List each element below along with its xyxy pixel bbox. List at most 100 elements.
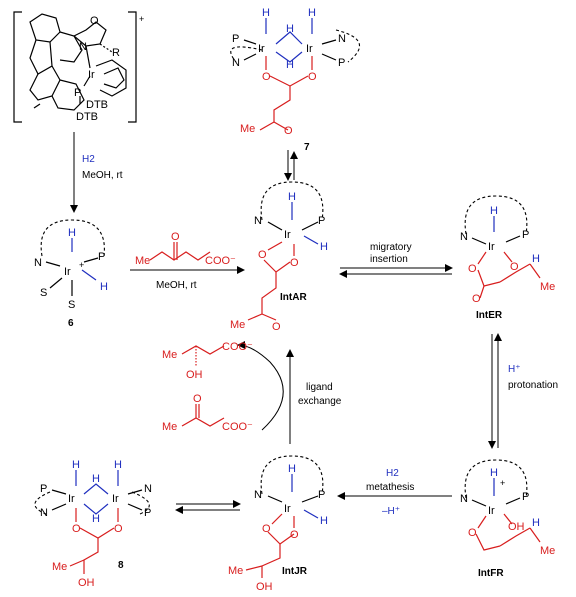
exchange-label: exchange <box>298 396 342 407</box>
complex-6-label: 6 <box>68 318 74 329</box>
intfr-me: Me <box>540 545 555 557</box>
complex-7-h-bridge-2: H <box>286 59 294 71</box>
inter-me: Me <box>540 281 555 293</box>
intfr-charge: + <box>500 478 505 488</box>
inter-p-atom: P <box>522 229 529 241</box>
catalyst-structure: + O N R Ir P DTB DTB <box>13 11 144 123</box>
intjr-p-atom: P <box>318 489 325 501</box>
intjr-structure: H N P Ir H O O Me OH IntJR <box>228 455 328 593</box>
incoming-o: O <box>193 393 202 405</box>
complex-8-label: 8 <box>118 560 124 571</box>
substrate-me: Me <box>135 255 150 267</box>
metathesis-label: metathesis <box>366 482 414 493</box>
inter-o-1: O <box>468 263 477 275</box>
incoming-me: Me <box>162 421 177 433</box>
complex-8-n-1: N <box>144 483 152 495</box>
meoh-rt-label-2: MeOH, rt <box>156 280 197 291</box>
complex-8-o-1: O <box>72 523 81 535</box>
intjr-ir-atom: Ir <box>284 503 291 515</box>
catalyst-ir-atom: Ir <box>88 69 95 81</box>
intjr-n-atom: N <box>254 489 262 501</box>
intjr-label: IntJR <box>282 566 308 577</box>
migratory-label: migratory <box>370 242 412 253</box>
intar-n-atom: N <box>254 215 262 227</box>
meoh-rt-label: MeOH, rt <box>82 170 123 181</box>
complex-8-p-2: P <box>144 507 151 519</box>
product-coo: COO⁻ <box>222 341 253 353</box>
complex-8-oh: OH <box>78 577 95 589</box>
catalyst-dtb-1: DTB <box>86 99 108 111</box>
complex-6-h-right: H <box>100 281 108 293</box>
intjr-o-2: O <box>290 529 299 541</box>
catalyst-p-atom: P <box>74 87 81 99</box>
catalyst-dtb-2: DTB <box>76 111 98 123</box>
inter-h-carbon: H <box>532 253 540 265</box>
substrate-levulinate: O Me COO⁻ <box>135 231 236 267</box>
intar-h-top: H <box>288 191 296 203</box>
complex-6-ir-atom: Ir <box>64 266 71 278</box>
complex-7-h-2: H <box>308 7 316 19</box>
catalyst-charge: + <box>139 14 144 24</box>
incoming-coo: COO⁻ <box>222 421 253 433</box>
intfr-label: IntFR <box>478 568 504 579</box>
intar-label: IntAR <box>280 292 307 303</box>
complex-7-p-2: P <box>338 57 345 69</box>
catalyst-o-atom: O <box>90 15 99 27</box>
intfr-h-carbon: H <box>532 517 540 529</box>
insertion-label: insertion <box>370 254 408 265</box>
complex-7-o-3: O <box>284 125 293 137</box>
complex-7-o-2: O <box>308 71 317 83</box>
intjr-me: Me <box>228 565 243 577</box>
intfr-structure: H N P Ir + O OH H Me IntFR <box>460 459 555 579</box>
intjr-oh: OH <box>256 581 273 593</box>
h2-metathesis-reagent: H2 <box>386 468 399 479</box>
incoming-substrate: O Me COO⁻ <box>162 393 253 433</box>
inter-o-3: O <box>472 293 481 305</box>
intar-o-1: O <box>258 249 267 261</box>
catalyst-r-group: R <box>112 47 120 59</box>
complex-7-o-1: O <box>262 71 271 83</box>
product-oh: OH <box>186 369 203 381</box>
curved-arrow-exchange <box>237 341 284 431</box>
inter-ir-atom: Ir <box>488 241 495 253</box>
complex-7-h-bridge-1: H <box>286 23 294 35</box>
intar-h-right: H <box>320 241 328 253</box>
complex-7-ir-1: Ir <box>258 43 265 55</box>
intfr-p-atom: P <box>522 491 529 503</box>
complex-8-n-2: N <box>40 507 48 519</box>
intfr-o-1: O <box>468 527 477 539</box>
complex-7-me: Me <box>240 123 255 135</box>
complex-8-h-2: H <box>114 459 122 471</box>
complex-6-s-left: S <box>40 287 47 299</box>
inter-label: IntER <box>476 310 503 321</box>
complex-6-n-atom: N <box>34 257 42 269</box>
complex-8-h-bridge-1: H <box>92 473 100 485</box>
intfr-oh: OH <box>508 521 525 533</box>
complex-7-n-1: N <box>338 33 346 45</box>
intar-o-3: O <box>272 321 281 333</box>
complex-6-structure: H N P Ir + H S S 6 <box>34 219 108 329</box>
proton-label: H⁺ <box>508 364 521 375</box>
intar-me: Me <box>230 319 245 331</box>
complex-8-structure: H H H H Ir Ir P N N P O O Me OH 8 <box>34 459 152 589</box>
protonation-label: protonation <box>508 380 558 391</box>
intjr-o-1: O <box>262 523 271 535</box>
intfr-h-top: H <box>490 467 498 479</box>
complex-6-s-bottom: S <box>68 299 75 311</box>
complex-8-o-2: O <box>114 523 123 535</box>
complex-8-h-1: H <box>72 459 80 471</box>
intar-ir-atom: Ir <box>284 229 291 241</box>
complex-6-p-atom: P <box>98 251 105 263</box>
intar-o-2: O <box>290 257 299 269</box>
inter-o-2: O <box>510 261 519 273</box>
product-me: Me <box>162 349 177 361</box>
h2-reagent-label: H2 <box>82 154 95 165</box>
complex-8-h-bridge-2: H <box>92 513 100 525</box>
complex-6-h-top: H <box>68 227 76 239</box>
complex-8-p-1: P <box>40 483 47 495</box>
intfr-ir-atom: Ir <box>488 505 495 517</box>
catalyst-n-atom: N <box>79 41 87 53</box>
complex-7-structure: H H H H Ir Ir P N N P O O O Me 7 <box>230 7 360 153</box>
inter-n-atom: N <box>460 231 468 243</box>
